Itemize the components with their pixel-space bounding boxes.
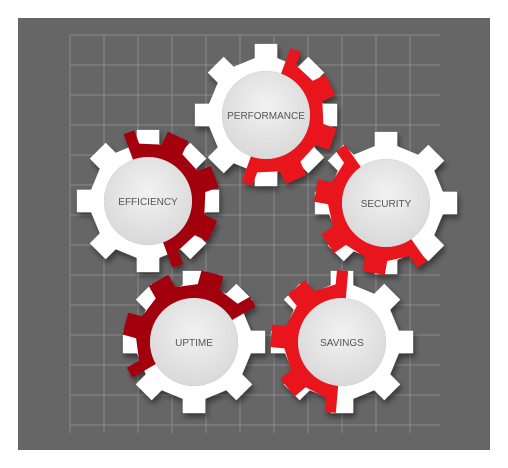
gear-uptime-hub: [150, 298, 238, 386]
gear-security-hub: [342, 159, 430, 247]
gear-efficiency-hub: [104, 157, 192, 245]
gear-performance-label: PERFORMANCE: [227, 111, 305, 122]
gear-uptime: UPTIME: [122, 270, 266, 414]
gear-savings-label: SAVINGS: [320, 338, 364, 349]
gear-efficiency-red-part: [120, 130, 219, 272]
gear-uptime-label: UPTIME: [175, 338, 213, 349]
gear-savings: SAVINGS: [270, 270, 414, 414]
gear-savings-hub: [298, 298, 386, 386]
gear-performance: PERFORMANCE: [194, 43, 338, 187]
gear-efficiency: EFFICIENCY: [76, 129, 220, 273]
gear-performance-red-part: [238, 44, 337, 186]
gear-savings-red-part: [270, 270, 349, 414]
gear-efficiency-label: EFFICIENCY: [118, 197, 178, 208]
gear-security-label: SECURITY: [361, 199, 412, 210]
gear-performance-hub: [222, 71, 310, 159]
gear-security: SECURITY: [314, 131, 458, 275]
